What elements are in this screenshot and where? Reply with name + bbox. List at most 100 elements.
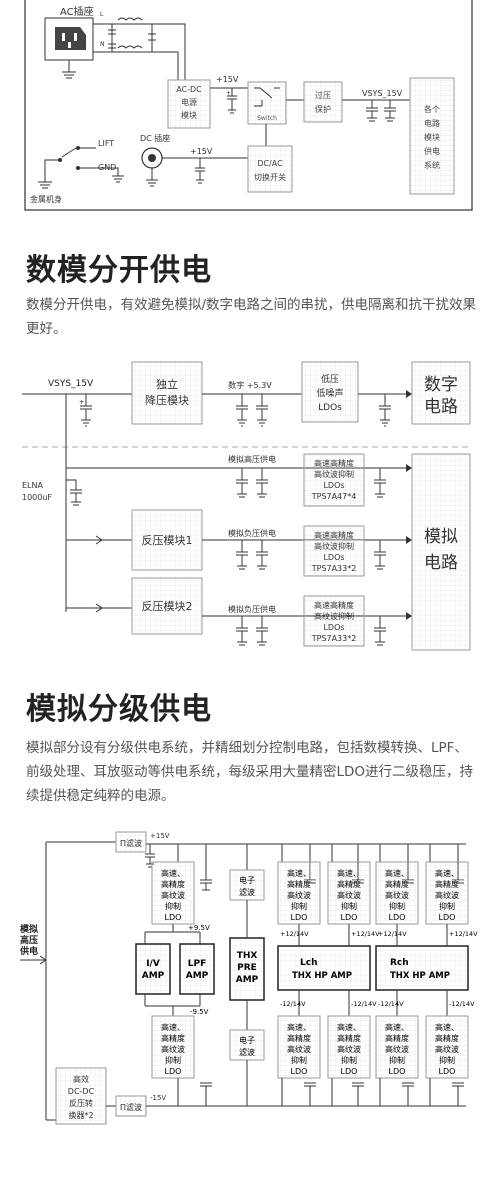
ldo-hb1-2: 高精度: [287, 1033, 311, 1043]
ldo-c1t-2: 高精度: [161, 879, 185, 889]
dcac-line2: 切换开关: [254, 172, 286, 182]
section2-title: 模拟分级供电: [26, 692, 212, 727]
elna-label: ELNA: [22, 481, 43, 490]
lpf-line1: LPF: [188, 959, 206, 969]
ldo-ht4-5: LDO: [439, 913, 456, 922]
ldo2-line4: TPS7A33*2: [311, 564, 357, 573]
v12n-3: -12/14V: [378, 1000, 404, 1008]
circuits-line2: 电路: [424, 118, 440, 128]
digital-rail-label: 数字 +5.3V: [228, 380, 272, 390]
ldo-hb1-1: 高速、: [287, 1022, 311, 1032]
ldo-ht1-1: 高速、: [287, 868, 311, 878]
acdc-line1: AC-DC: [176, 85, 202, 94]
ldo-hp-top-4: [425, 861, 469, 925]
ldo-c1t-5: LDO: [165, 913, 182, 922]
ldo1-line2: 高纹波抑制: [314, 469, 354, 479]
thx-pre-amp: [229, 937, 265, 1001]
ldo-ht3-5: LDO: [389, 913, 406, 922]
ldo1-line3: LDOs: [323, 481, 344, 490]
ldo-c1b-1: 高速、: [161, 1022, 185, 1032]
dc-socket-label: DC 插座: [140, 133, 170, 143]
ovp-line2: 保护: [315, 104, 331, 114]
ldo-col1-top: [151, 861, 195, 925]
ldo-hb4-4: 抑制: [439, 1055, 455, 1065]
analog-hv-label: 模拟高压供电: [228, 454, 276, 464]
ac-socket-label: AC插座: [60, 5, 94, 18]
ldo-hp-bottom-4: [425, 1015, 469, 1079]
v12p-4: +12/14V: [449, 930, 478, 938]
thx-line2: PRE: [237, 963, 257, 973]
circuits-line1: 各个: [424, 104, 440, 114]
ldo-hp-bottom-1: [277, 1015, 321, 1079]
input-line2: 高压: [20, 934, 38, 946]
v95n-label: -9.5V: [190, 1008, 209, 1016]
input-line3: 供电: [19, 945, 38, 957]
ldo-hp-bottom-3: [375, 1015, 419, 1079]
ldo-ht1-2: 高精度: [287, 879, 311, 889]
switch-label: Switch: [257, 115, 277, 122]
ldo-hb4-5: LDO: [439, 1067, 456, 1076]
inv1-label: 反压模块1: [142, 534, 193, 547]
analog-staged-power-diagram: 模拟 高压 供电 Π滤波 +15V 高效 DC-DC 反压转 换器*2 Π滤波 …: [19, 831, 478, 1125]
section1-description: 数模分开供电，有效避免模拟/数字电路之间的串扰，供电隔离和抗干扰效果更好。: [26, 297, 477, 337]
thx-pre-col: 电子 滤波 THX PRE AMP 电子 滤波: [229, 844, 265, 1106]
buck-line2: 降压模块: [145, 393, 189, 407]
inverter-module-2: [131, 577, 203, 635]
iv-amp: [135, 943, 171, 995]
hp-ldo-columns: 高速、 高精度 高纹波 抑制 LDO 高速、 高精度 高纹波 抑制 LDO 高速…: [277, 844, 478, 1106]
dcdc-converter: [55, 1067, 107, 1125]
digital-line1: 数字: [424, 375, 458, 395]
lpf-line2: AMP: [186, 971, 209, 981]
ldo-ht4-3: 高纹波: [435, 890, 459, 900]
ldo-low-line3: LDOs: [318, 403, 342, 413]
low-noise-ldo: [301, 361, 359, 423]
ldo-hb1-5: LDO: [291, 1067, 308, 1076]
ldo-ht1-4: 抑制: [291, 901, 307, 911]
svg-text:+: +: [226, 90, 231, 97]
buck-module: [131, 361, 203, 425]
dcdc-line4: 换器*2: [68, 1110, 93, 1120]
diagram-frame: [24, 0, 473, 211]
electronic-filter-top: [229, 869, 265, 901]
ldo2-line3: LDOs: [323, 553, 344, 562]
v15-b-label: +15V: [190, 147, 213, 156]
acdc-line2: 电源: [181, 97, 197, 107]
ldo-ht2-4: 抑制: [341, 901, 357, 911]
ldo-c1t-3: 高纹波: [161, 890, 185, 900]
analog-line2: 电路: [424, 553, 458, 573]
digital-circuit-block: [411, 361, 471, 425]
ovp-block: [303, 81, 343, 123]
circuits-line3: 模块: [424, 132, 440, 142]
v12n-4: -12/14V: [449, 1000, 475, 1008]
input-line1: 模拟: [20, 923, 38, 935]
neg2-label: 模拟负压供电: [228, 604, 276, 614]
elna-cap-label: 1000uF: [22, 493, 52, 502]
lch-line2: THX HP AMP: [292, 971, 352, 981]
lch-line1: Lch: [300, 958, 317, 968]
buck-line1: 独立: [156, 377, 178, 391]
lift-label: LIFT: [98, 139, 114, 148]
ldo-tps7a33-b: [303, 595, 365, 647]
ovp-line1: 过压: [315, 90, 331, 100]
rch-thx-hp-amp: [375, 945, 469, 991]
acdc-module: [167, 79, 211, 129]
ldo-c1t-4: 抑制: [165, 901, 181, 911]
pi-top-label: Π滤波: [120, 838, 142, 848]
ldo-hb1-4: 抑制: [291, 1055, 307, 1065]
ldo3-line2: 高纹波抑制: [314, 611, 354, 621]
v12p-3: +12/14V: [378, 930, 407, 938]
v12n-2: -12/14V: [351, 1000, 377, 1008]
dcdc-line2: DC-DC: [68, 1087, 95, 1096]
ldo-hb3-5: LDO: [389, 1067, 406, 1076]
thx-line1: THX: [237, 951, 258, 961]
analog-circuit-block: [411, 453, 471, 651]
line-n-label: N: [100, 41, 105, 48]
ldo-c1b-2: 高精度: [161, 1033, 185, 1043]
ldo3-line3: LDOs: [323, 623, 344, 632]
svg-text:+: +: [79, 399, 84, 406]
switch-block: [247, 81, 287, 125]
ldo-hb3-4: 抑制: [389, 1055, 405, 1065]
circuits-line5: 系统: [424, 160, 440, 170]
ldo2-line2: 高纹波抑制: [314, 541, 354, 551]
ldo-hb4-3: 高纹波: [435, 1044, 459, 1054]
